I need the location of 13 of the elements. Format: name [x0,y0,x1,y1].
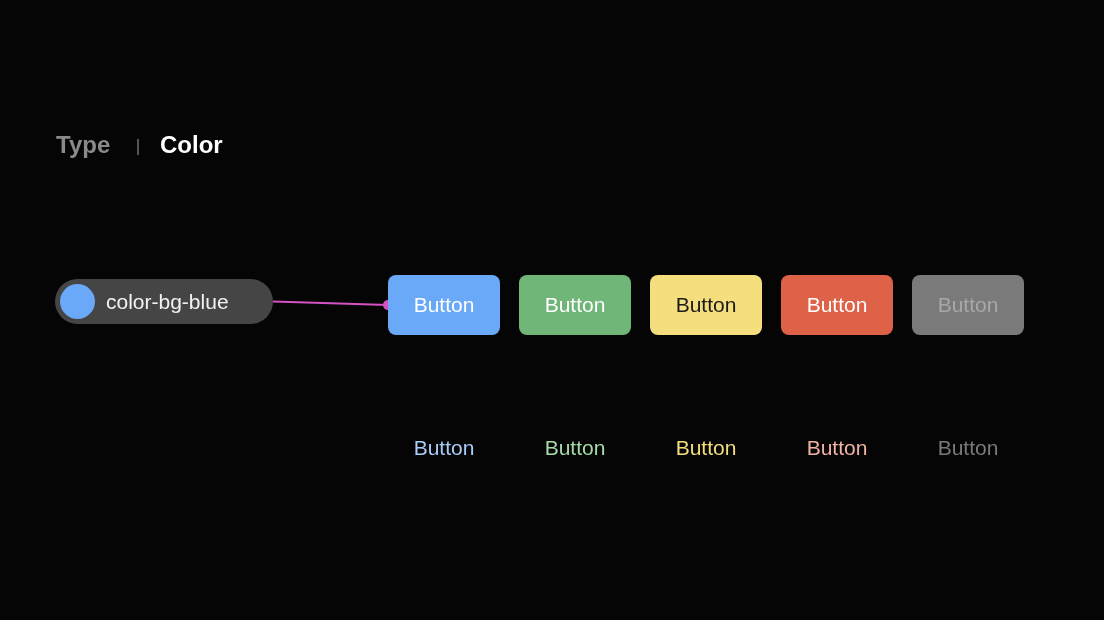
filled-button: Button [519,275,631,335]
text-button: Button [792,434,882,462]
filled-button: Button [650,275,762,335]
filled-button: Button [388,275,500,335]
text-button: Button [530,434,620,462]
text-button: Button [661,434,751,462]
text-button: Button [399,434,489,462]
token-name: color-bg-blue [106,289,229,314]
filled-button: Button [781,275,893,335]
tab-label: Type [56,131,111,159]
token-chip [55,279,273,324]
text-button: Button [923,434,1013,462]
tab-label: Color [160,131,223,159]
